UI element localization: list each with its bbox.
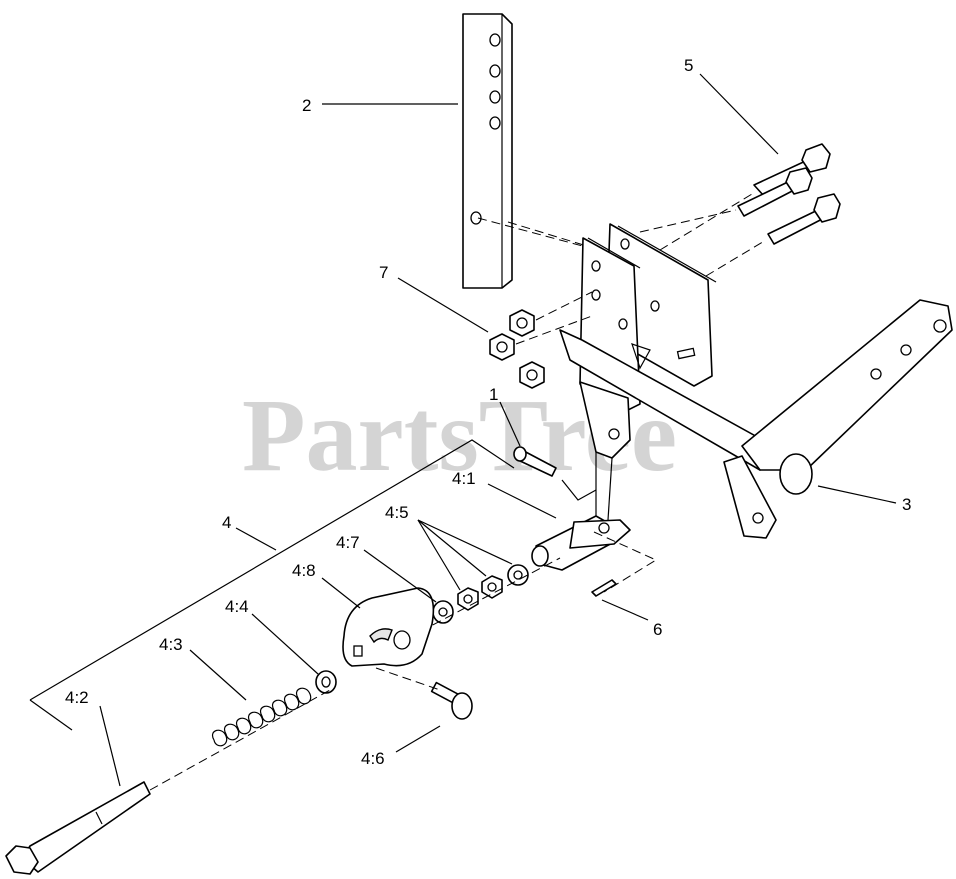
part-4-3-spring	[212, 687, 312, 747]
part-4-8-cam-plate	[342, 587, 435, 667]
lever-arm	[579, 381, 631, 521]
callout-4-5: 4:5	[385, 503, 409, 522]
tube-dash-line-2	[507, 221, 601, 251]
bolt-dash-1	[659, 193, 753, 251]
callout-5: 5	[684, 56, 693, 75]
part-5-bolts	[737, 143, 841, 245]
group-4-bracket-right	[561, 479, 597, 501]
part-7-nuts	[489, 309, 545, 389]
pin-4-6-dash	[375, 667, 441, 691]
leader-6	[601, 599, 649, 621]
callout-4-6: 4:6	[361, 749, 385, 768]
part-4-2-bolt	[5, 781, 151, 875]
leader-3	[817, 485, 897, 504]
group-4-bracket	[29, 439, 515, 701]
part-4-6-pin	[430, 681, 473, 720]
clevis-pin-dash	[593, 531, 658, 593]
part-1-pin	[513, 446, 557, 477]
part-3-shaft-arm	[559, 299, 953, 539]
callout-6: 6	[653, 620, 662, 639]
leader-4-4	[251, 613, 319, 675]
callout-1: 1	[489, 385, 498, 404]
bolt-dash-3	[705, 239, 767, 277]
part-4-7-washer	[432, 600, 454, 624]
bolt-dash-2	[639, 209, 737, 233]
callout-4-8: 4:8	[292, 561, 316, 580]
callout-4-7: 4:7	[336, 533, 360, 552]
leader-4-5c	[417, 519, 513, 565]
callout-4: 4	[222, 513, 231, 532]
part-4-1-clevis	[531, 515, 631, 571]
tube-dash-line	[477, 217, 591, 249]
leader-7	[397, 277, 489, 333]
leader-4-5a	[417, 519, 461, 591]
leader-4-8	[321, 577, 361, 609]
part-4-5-nuts	[457, 564, 529, 611]
nut-dash-1	[535, 291, 593, 321]
group-4-bracket-tail	[29, 699, 73, 731]
leader-4	[235, 527, 277, 551]
leader-4-6	[395, 725, 441, 753]
rod-dash-line	[407, 557, 561, 639]
leader-4-7	[363, 549, 437, 603]
callout-7: 7	[379, 263, 388, 282]
leader-5	[699, 73, 779, 155]
callout-4-2: 4:2	[65, 688, 89, 707]
spring-dash-line	[149, 689, 331, 791]
callout-4-3: 4:3	[159, 635, 183, 654]
callout-2: 2	[302, 96, 311, 115]
callout-3: 3	[902, 495, 911, 514]
leader-4-5b	[417, 519, 487, 577]
part-2-tube	[462, 13, 513, 289]
part-6-cotter-pin	[591, 579, 617, 597]
part-4-4-bushing	[315, 670, 337, 694]
callout-4-1: 4:1	[452, 469, 476, 488]
leader-4-2	[99, 705, 121, 787]
leader-4-3	[189, 649, 247, 701]
leader-4-1	[487, 483, 557, 519]
leader-1	[499, 401, 521, 447]
callout-4-4: 4:4	[225, 597, 249, 616]
